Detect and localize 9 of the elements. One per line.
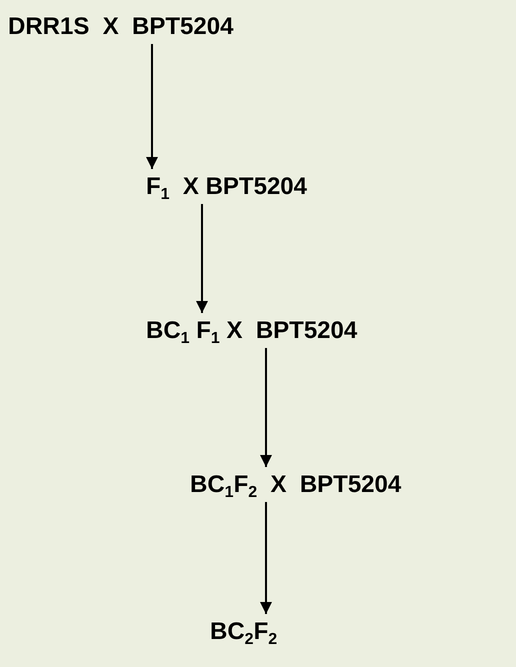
arrow xyxy=(196,204,208,313)
cross-label: DRR1S X BPT5204 xyxy=(8,13,234,40)
arrow xyxy=(260,502,272,614)
cross-label: F$_{1}$ X BPT5204 xyxy=(146,173,307,200)
cross-label: BC$_{2}$F$_{2}$ xyxy=(210,618,278,645)
arrow xyxy=(146,44,158,169)
cross-label: BC$_{1}$ F$_{1}$ X BPT5204 xyxy=(146,317,358,344)
cross-label: BC$_{1}$F$_{2}$ X BPT5204 xyxy=(190,471,402,498)
arrow xyxy=(260,348,272,467)
